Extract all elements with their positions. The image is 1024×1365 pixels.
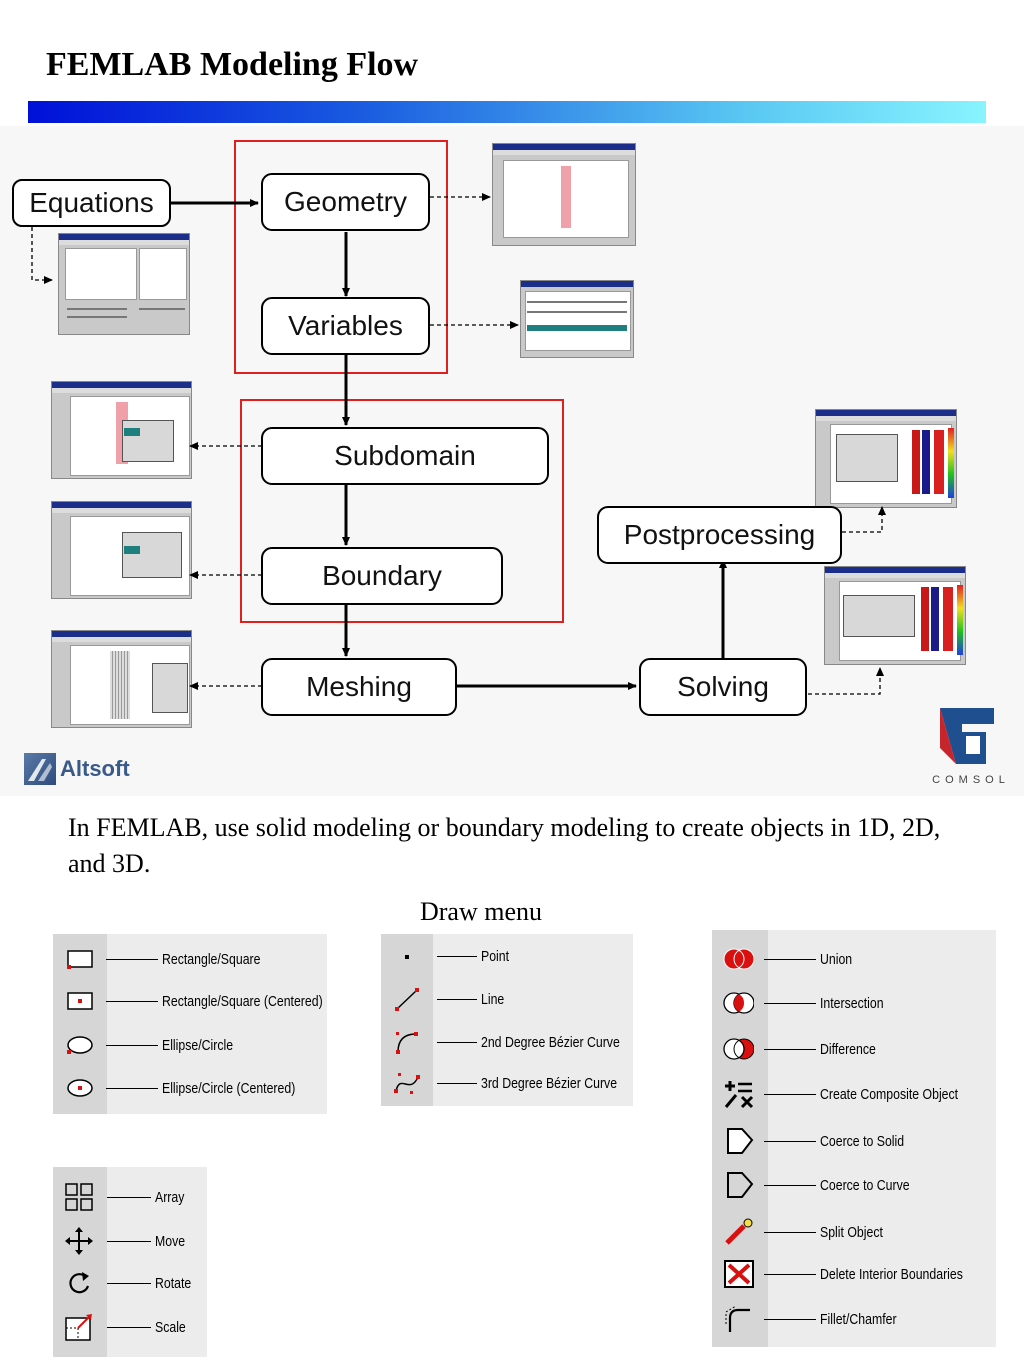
bezier3-icon [391,1067,423,1099]
tool-label: 3rd Degree Bézier Curve [481,1074,618,1092]
point-icon [391,940,423,972]
composite-icon [722,1078,754,1110]
array-icon [63,1181,95,1213]
tool-label: Split Object [820,1223,883,1241]
thumbnail-equations [58,233,190,335]
tool-bezier3[interactable]: 3rd Degree Bézier Curve [391,1067,647,1099]
tool-label: Ellipse/Circle [162,1036,234,1054]
node-box-meshing [261,658,457,716]
tool-label: Delete Interior Boundaries [820,1265,963,1283]
thumbnail-subdomain [51,381,192,479]
group-outline-geometry [234,140,448,374]
tool-fillet[interactable]: Fillet/Chamfer [722,1303,913,1335]
node-box-solving [639,658,807,716]
draw-menu-caption: Draw menu [420,897,543,926]
tool-label: Scale [155,1318,186,1336]
tool-label: Rectangle/Square [162,950,261,968]
tool-scale[interactable]: Scale [63,1311,193,1343]
ellipse-icon [64,1029,96,1061]
node-box-variables [261,297,430,355]
tool-label: Difference [820,1040,876,1058]
move-icon [63,1225,95,1257]
thumbnail-solving [824,566,966,665]
toolbar-booleans-bg [768,930,996,1347]
altsoft-mark-icon [24,753,56,785]
fillet-icon [722,1303,754,1335]
tool-intersection[interactable]: Intersection [722,987,898,1019]
body-paragraph: In FEMLAB, use solid modeling or boundar… [68,813,941,878]
tool-label: Fillet/Chamfer [820,1310,897,1328]
toolbar-shapes-bg [107,934,327,1114]
node-box-boundary [261,547,503,605]
tool-coerce-solid[interactable]: Coerce to Solid [722,1125,923,1157]
thumbnail-postprocessing [815,409,957,508]
thumbnail-geometry [492,143,636,246]
tool-label: Point [481,947,510,965]
union-icon [722,943,754,975]
split-icon [722,1216,754,1248]
ellipse-centered-icon [64,1072,96,1104]
tool-delete-interior[interactable]: Delete Interior Boundaries [722,1258,994,1290]
comsol-logo: COMSOL [926,704,1016,786]
tool-label: Rectangle/Square (Centered) [162,992,323,1010]
flow-connectors [12,140,886,716]
tool-point[interactable]: Point [391,940,515,972]
tool-label: Intersection [820,994,884,1012]
tool-ellipse-centered[interactable]: Ellipse/Circle (Centered) [64,1072,325,1104]
comsol-logo-text: COMSOL [932,774,1010,786]
intersection-icon [722,987,754,1019]
toolbar-curves-bg [433,934,633,1106]
tool-label: Ellipse/Circle (Centered) [162,1079,296,1097]
tool-coerce-curve[interactable]: Coerce to Curve [722,1169,929,1201]
tool-split[interactable]: Split Object [722,1216,897,1248]
altsoft-logo-text: Altsoft [60,756,130,781]
scale-icon [63,1311,95,1343]
node-box-postprocessing [597,506,842,564]
tool-array[interactable]: Array [63,1181,191,1213]
tool-rotate[interactable]: Rotate [63,1267,199,1299]
line-icon [391,983,423,1015]
tool-label: 2nd Degree Bézier Curve [481,1033,620,1051]
node-box-subdomain [261,427,549,485]
tool-bezier2[interactable]: 2nd Degree Bézier Curve [391,1026,650,1058]
tool-label: Rotate [155,1274,192,1292]
tool-ellipse[interactable]: Ellipse/Circle [64,1029,249,1061]
node-box-geometry [261,173,430,231]
tool-label: Move [155,1232,186,1250]
rectangle-centered-icon [64,985,96,1017]
node-box-equations [12,179,171,227]
tool-difference[interactable]: Difference [722,1033,888,1065]
tool-label: Union [820,950,853,968]
tool-move[interactable]: Move [63,1225,192,1257]
group-outline-physics [240,399,564,623]
toolbar-transforms-bg [107,1167,207,1357]
tool-rectangle[interactable]: Rectangle/Square [64,943,282,975]
bezier2-icon [391,1026,423,1058]
tool-union[interactable]: Union [722,943,859,975]
rectangle-icon [64,943,96,975]
tool-label: Coerce to Curve [820,1176,910,1194]
rotate-icon [63,1267,95,1299]
tool-label: Array [155,1188,185,1206]
page-title: FEMLAB Modeling Flow [46,46,419,83]
tool-rectangle-centered[interactable]: Rectangle/Square (Centered) [64,985,358,1017]
thumbnail-meshing [51,630,192,728]
title-gradient-bar [28,101,986,123]
tool-label: Coerce to Solid [820,1132,905,1150]
delete-interior-icon [722,1258,754,1290]
coerce-solid-icon [722,1125,754,1157]
thumbnail-boundary [51,501,192,599]
tool-composite[interactable]: Create Composite Object [722,1078,988,1110]
thumbnail-variables [520,280,634,358]
difference-icon [722,1033,754,1065]
tool-label: Line [481,990,505,1008]
toolbar-curves-panel [381,934,433,1106]
tool-line[interactable]: Line [391,983,509,1015]
tool-label: Create Composite Object [820,1085,959,1103]
coerce-curve-icon [722,1169,754,1201]
altsoft-logo: Altsoft [24,753,130,785]
comsol-mark-icon [940,708,994,764]
